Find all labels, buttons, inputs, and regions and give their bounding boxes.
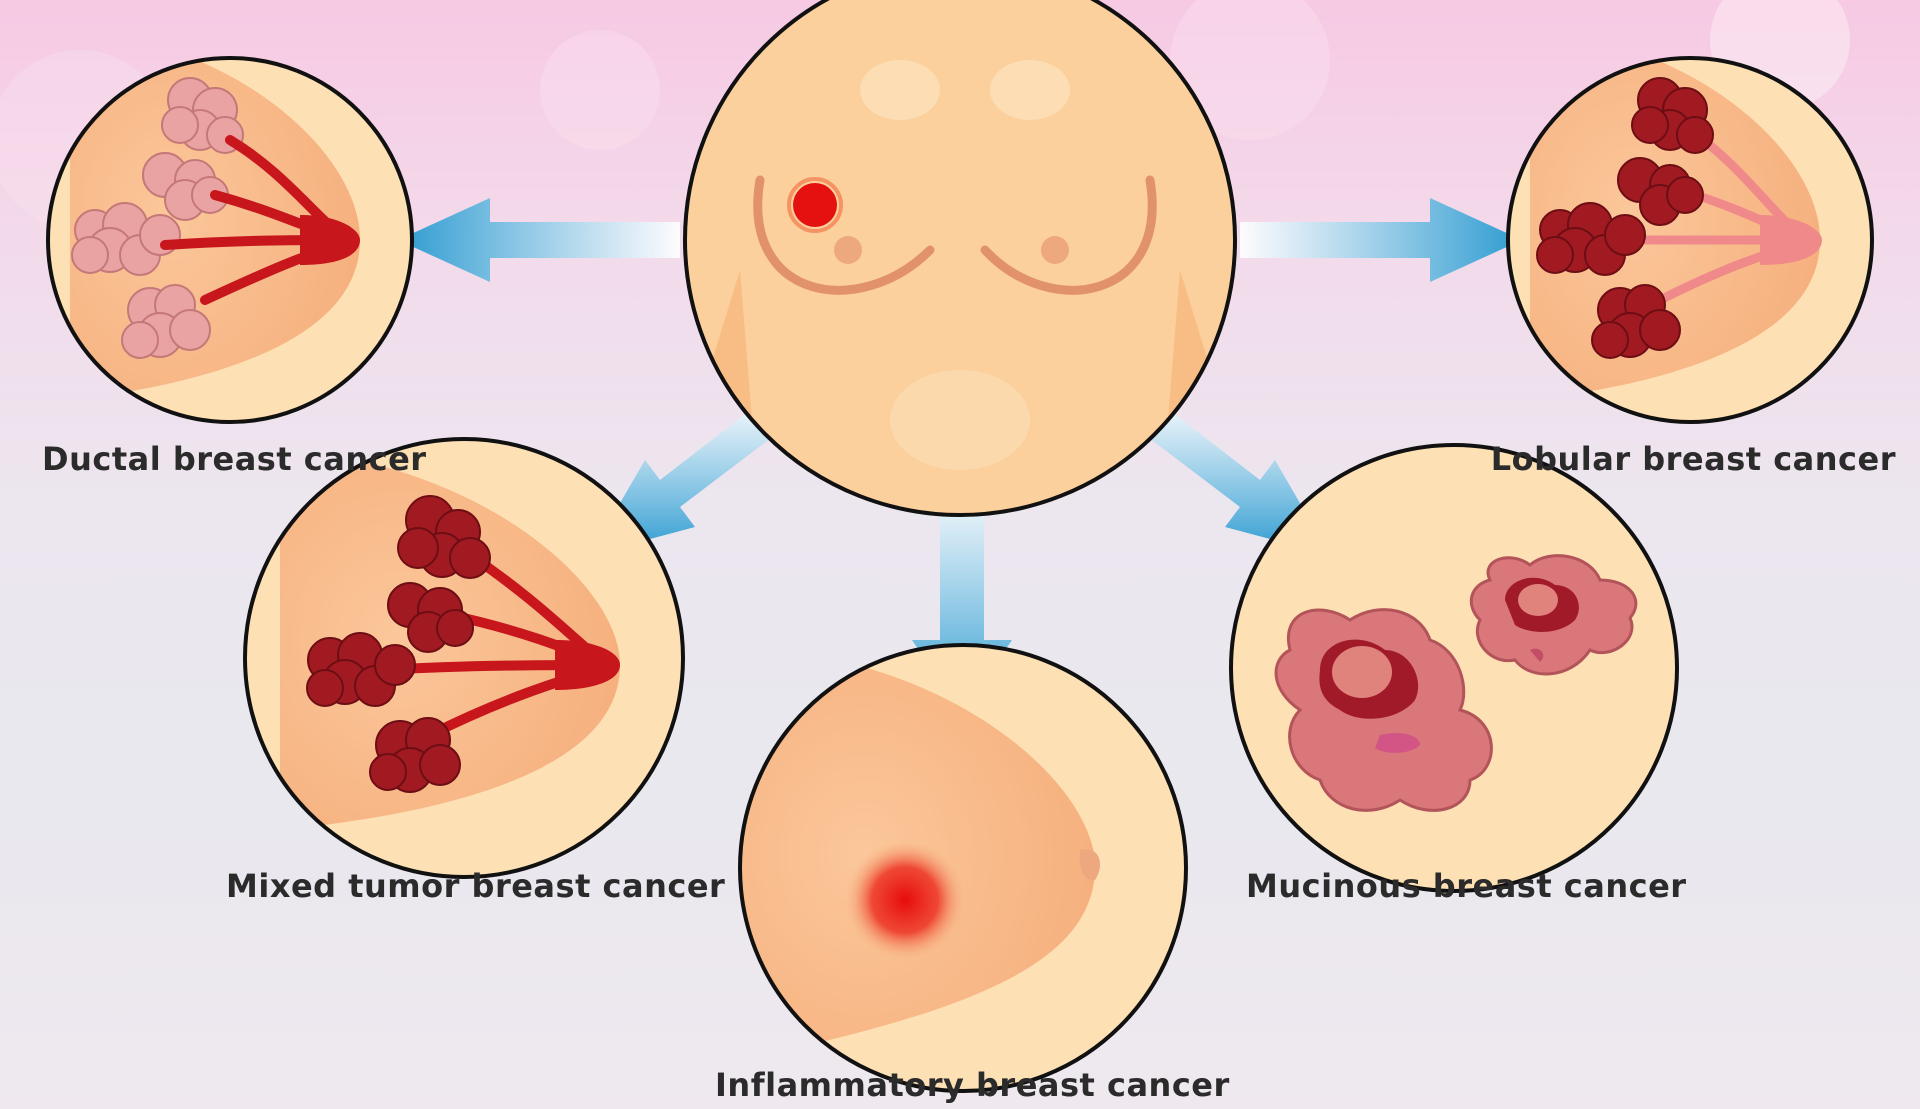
mixed-tumor-icon xyxy=(245,439,683,877)
arrow-to-ductal xyxy=(398,198,680,282)
arrow-to-lobular xyxy=(1240,198,1522,282)
inflammatory-cancer-icon xyxy=(740,645,1186,1091)
label-lobular: Lobular breast cancer xyxy=(1491,440,1896,478)
torso-icon xyxy=(685,0,1235,520)
label-ductal: Ductal breast cancer xyxy=(42,440,427,478)
label-inflammatory: Inflammatory breast cancer xyxy=(715,1066,1230,1104)
label-mixed-tumor: Mixed tumor breast cancer xyxy=(226,867,725,905)
label-mucinous: Mucinous breast cancer xyxy=(1246,867,1687,905)
mucinous-cancer-icon xyxy=(1231,445,1677,891)
